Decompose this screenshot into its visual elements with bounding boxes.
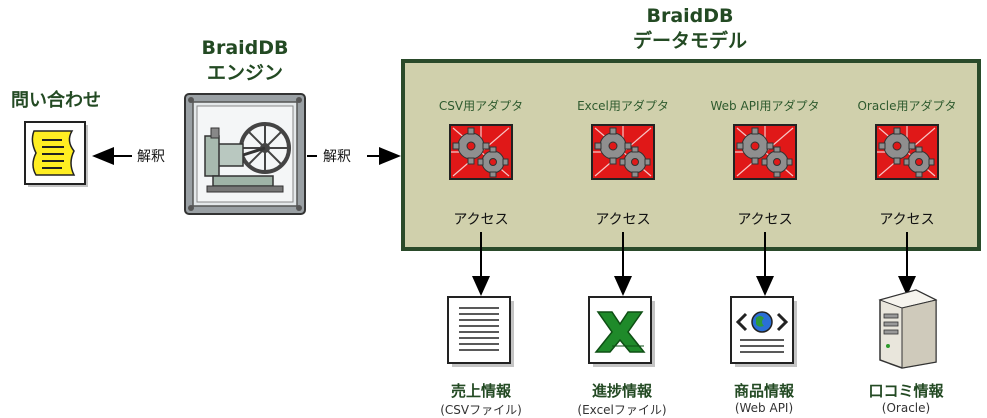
adapter-gear-icon <box>875 124 939 180</box>
source-subtitle: (CSVファイル) <box>440 403 522 417</box>
adapter-label: Oracle用アダプタ <box>857 99 957 113</box>
access-arrow <box>897 232 917 296</box>
adapter-gear-icon <box>449 124 513 180</box>
source-subtitle: (Excelファイル) <box>577 403 667 417</box>
parse-arrow-left <box>92 146 184 166</box>
access-arrow <box>755 232 775 296</box>
server-icon <box>872 286 940 370</box>
web-api-icon <box>730 296 798 368</box>
access-label: アクセス <box>737 212 793 228</box>
parse-label-right: 解釈 <box>323 149 351 165</box>
model-title-line1: BraidDB <box>646 5 734 27</box>
source-title: 進捗情報 <box>591 382 652 400</box>
engine-title-line2: エンジン <box>206 62 283 84</box>
model-title: BraidDB データモデル <box>600 4 780 54</box>
source-title: 口コミ情報 <box>868 382 944 400</box>
access-label: アクセス <box>453 212 509 228</box>
engine-machine-icon <box>183 92 307 216</box>
adapter-gear-icon <box>591 124 655 180</box>
adapter-label: Web API用アダプタ <box>710 99 820 113</box>
source-subtitle: (Web API) <box>734 401 794 415</box>
query-document-icon <box>24 121 88 187</box>
source-title: 商品情報 <box>733 382 794 400</box>
access-arrow <box>613 232 633 296</box>
source-subtitle: (Oracle) <box>881 401 931 415</box>
engine-title: BraidDB エンジン <box>160 36 330 86</box>
access-arrow <box>471 232 491 296</box>
access-label: アクセス <box>879 212 935 228</box>
model-title-line2: データモデル <box>632 30 747 52</box>
access-label: アクセス <box>595 212 651 228</box>
document-icon <box>447 296 515 368</box>
adapter-label: CSV用アダプタ <box>438 99 524 113</box>
adapter-gear-icon <box>733 124 797 180</box>
parse-label-left: 解釈 <box>137 149 165 165</box>
excel-icon <box>588 296 656 368</box>
parse-arrow-right <box>307 146 401 166</box>
engine-title-line1: BraidDB <box>201 37 289 59</box>
source-title: 売上情報 <box>450 382 511 400</box>
query-title: 問い合わせ <box>11 90 101 111</box>
adapter-label: Excel用アダプタ <box>577 99 669 113</box>
